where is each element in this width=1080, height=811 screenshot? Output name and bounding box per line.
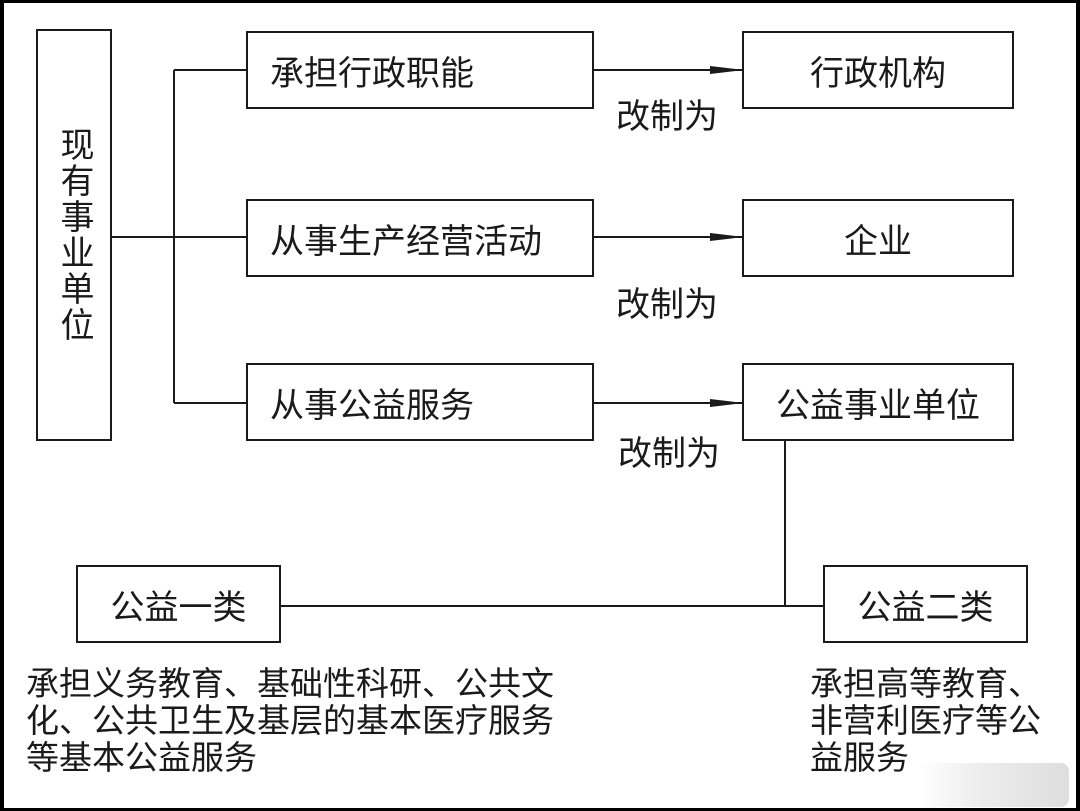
category-label: 公益一类 bbox=[110, 587, 247, 628]
function-box-business: 从事生产经营活动 bbox=[246, 199, 594, 277]
category-description-type-one: 承担义务教育、基础性科研、公共文化、公共卫生及基层的基本医疗服务等基本公益服务 bbox=[26, 664, 554, 777]
category-description-type-two: 承担高等教育、非营利医疗等公益服务 bbox=[810, 664, 1041, 777]
function-label: 从事公益服务 bbox=[270, 385, 474, 426]
result-box-public-welfare-unit: 公益事业单位 bbox=[742, 363, 1014, 441]
function-label: 从事生产经营活动 bbox=[270, 221, 542, 262]
convert-label: 改制为 bbox=[616, 285, 718, 325]
result-box-enterprise: 企业 bbox=[742, 199, 1014, 277]
result-label: 公益事业单位 bbox=[776, 385, 980, 426]
convert-label: 改制为 bbox=[616, 97, 718, 137]
watermark-badge bbox=[919, 763, 1069, 807]
connector-lines bbox=[112, 66, 823, 607]
category-box-type-two: 公益二类 bbox=[823, 565, 1028, 643]
diagram-canvas: 现有事业单位 承担行政职能 从事生产经营活动 从事公益服务 改制为 改制为 改制… bbox=[4, 3, 1076, 808]
result-label: 企业 bbox=[844, 221, 912, 262]
root-unit-box: 现有事业单位 bbox=[36, 29, 112, 441]
convert-label: 改制为 bbox=[618, 434, 720, 474]
function-label: 承担行政职能 bbox=[270, 53, 474, 94]
function-box-public-service: 从事公益服务 bbox=[246, 363, 594, 441]
result-box-administrative-agency: 行政机构 bbox=[742, 31, 1014, 109]
category-label: 公益二类 bbox=[857, 587, 994, 628]
function-box-administrative: 承担行政职能 bbox=[246, 31, 594, 109]
result-label: 行政机构 bbox=[810, 53, 946, 94]
root-unit-label: 现有事业单位 bbox=[54, 127, 94, 343]
category-box-type-one: 公益一类 bbox=[76, 565, 281, 643]
